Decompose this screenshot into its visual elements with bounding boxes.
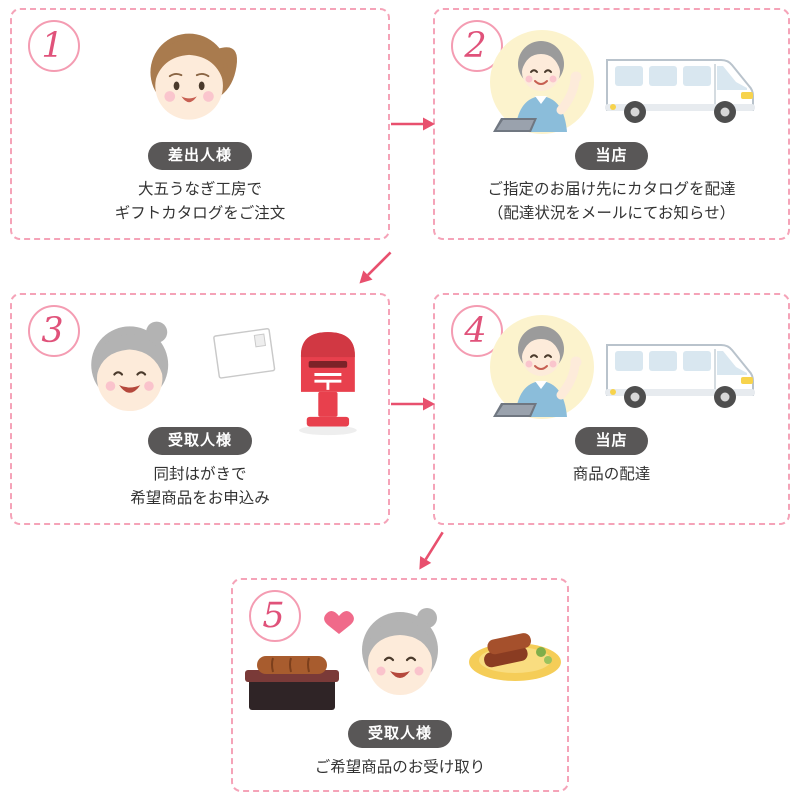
- step-4-actor-badge: 当店: [575, 427, 648, 455]
- step-4-box: 4: [433, 293, 790, 525]
- recipient-postcard-postbox-illustration: [91, 321, 357, 436]
- heart-icon: [324, 610, 354, 634]
- step-3-actor-badge: 受取人様: [147, 427, 252, 455]
- unagi-plate-icon: [469, 633, 561, 681]
- step-3-box: 3 受取人様 同封は: [10, 293, 390, 525]
- step-2-actor-badge: 当店: [575, 142, 648, 170]
- arrow-step4-to-step5-icon: [419, 531, 444, 570]
- step-5-description: ご希望商品のお受け取り: [314, 758, 486, 776]
- step-2-box: 2: [433, 8, 790, 240]
- step-5-number: 5: [249, 590, 301, 642]
- step-1-number: 1: [28, 20, 80, 72]
- step-1-box: 1 差出人様 大五うなぎ工房で ギフトカタログをご注文: [10, 8, 390, 240]
- postcard-icon: [213, 328, 276, 379]
- step-1-actor-badge: 差出人様: [147, 142, 252, 170]
- step-1-description: 大五うなぎ工房で ギフトカタログをご注文: [114, 180, 286, 223]
- step-4-description: 商品の配達: [572, 465, 651, 483]
- step-5-actor-badge: 受取人様: [347, 720, 452, 748]
- step-3-description: 同封はがきで 希望商品をお申込み: [130, 465, 270, 508]
- shop-staff-delivery-truck-illustration: [490, 30, 755, 134]
- step-4-number: 4: [451, 305, 503, 357]
- step-3-number: 3: [28, 305, 80, 357]
- step-2-description: ご指定のお届け先にカタログを配達 （配達状況をメールにてお知らせ）: [487, 180, 736, 223]
- step-5-box: 5: [231, 578, 569, 792]
- sender-woman-illustration: [150, 33, 238, 120]
- unagi-bento-icon: [245, 656, 339, 710]
- postbox-icon: [299, 332, 357, 436]
- arrow-step1-to-step2-icon: [391, 117, 435, 131]
- arrow-step2-to-step3-icon: [359, 251, 392, 284]
- recipient-receiving-gift-illustration: [245, 608, 561, 710]
- shop-staff-delivery-truck-illustration: [490, 315, 755, 419]
- recipient-face: [362, 608, 438, 695]
- arrow-step3-to-step4-icon: [391, 397, 435, 411]
